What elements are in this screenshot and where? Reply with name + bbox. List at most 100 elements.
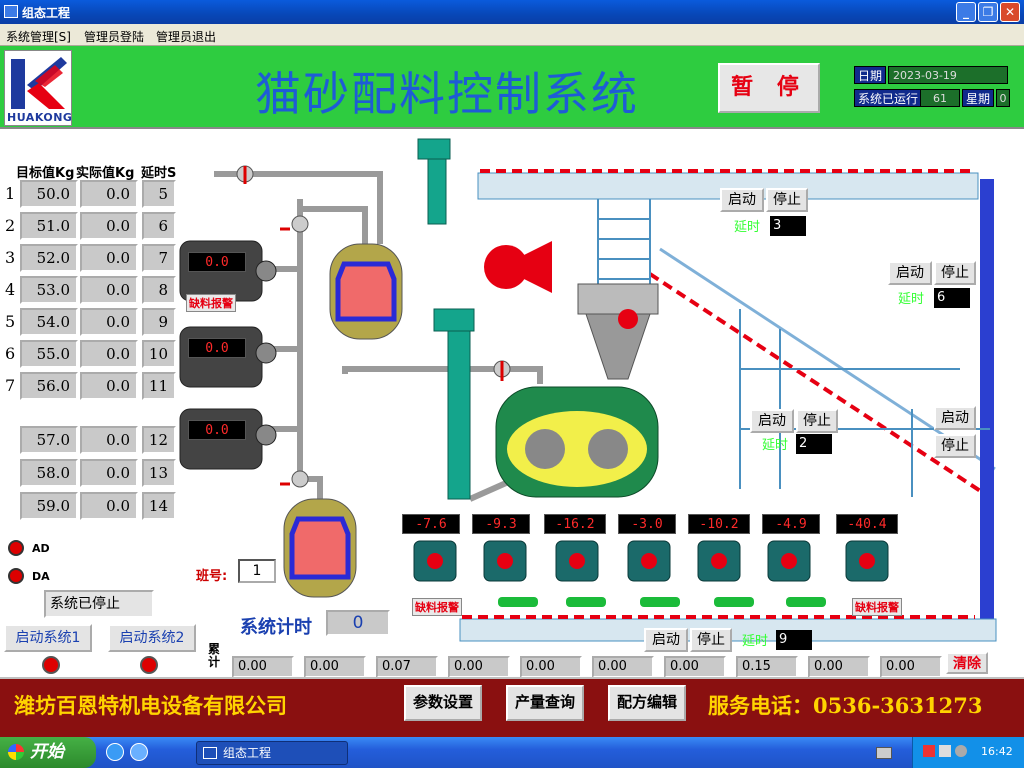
- delay-input-4[interactable]: 8: [142, 276, 176, 304]
- conveyor-incline: [648, 179, 996, 619]
- shift-label: 班号:: [196, 569, 228, 584]
- actual-value-2: 0.0: [80, 212, 138, 240]
- params-button[interactable]: 参数设置: [404, 685, 482, 721]
- date-value: 2023-03-19 16:42:12: [888, 66, 1008, 100]
- taskbar-app-button[interactable]: 组态工程: [196, 741, 348, 765]
- drum-reading-3: 0.0: [188, 420, 246, 440]
- valve-icons: [236, 165, 511, 488]
- accum-value-2: 0.00: [304, 656, 366, 678]
- actual-value-1: 0.0: [80, 180, 138, 208]
- conveyor5-stop-button[interactable]: 停止: [690, 628, 732, 652]
- taskbar: [0, 737, 1024, 768]
- ad-label: AD: [32, 542, 50, 555]
- delay-input-10[interactable]: 14: [142, 492, 176, 520]
- row-number: 4: [5, 280, 16, 299]
- conveyor2-delay-value[interactable]: 6: [934, 288, 970, 308]
- system1-lamp-icon: [42, 656, 60, 674]
- col-header-delay: 延时S: [141, 166, 177, 181]
- conveyor4-stop-button[interactable]: 停止: [934, 434, 976, 458]
- start-system1-button[interactable]: 启动系统1: [4, 624, 92, 652]
- start-button[interactable]: 开始: [0, 737, 96, 768]
- conveyor2-delay-label: 延时: [898, 292, 925, 307]
- conveyor3-stop-button[interactable]: 停止: [796, 409, 838, 433]
- menu-admin-login[interactable]: 管理员登陆: [84, 30, 145, 44]
- alarm-horn-icon: [484, 241, 552, 293]
- delay-input-8[interactable]: 12: [142, 426, 176, 454]
- accum-label: 累计: [208, 642, 221, 669]
- tray-clock: 16:42: [981, 745, 1013, 758]
- ie-icon[interactable]: [106, 743, 124, 761]
- da-label: DA: [32, 570, 50, 583]
- start-system2-button[interactable]: 启动系统2: [108, 624, 196, 652]
- conveyor1-delay-label: 延时: [734, 220, 761, 235]
- conveyor1-delay-value[interactable]: 3: [770, 216, 806, 236]
- network-icon[interactable]: [923, 745, 935, 757]
- scale-reading-6: -4.9: [762, 514, 820, 534]
- target-input-6[interactable]: 55.0: [20, 340, 78, 368]
- target-input-9[interactable]: 58.0: [20, 459, 78, 487]
- target-input-10[interactable]: 59.0: [20, 492, 78, 520]
- quicklaunch-icon[interactable]: [130, 743, 148, 761]
- output-query-button[interactable]: 产量查询: [506, 685, 584, 721]
- hopper: [577, 283, 659, 380]
- target-input-7[interactable]: 56.0: [20, 372, 78, 400]
- target-input-4[interactable]: 53.0: [20, 276, 78, 304]
- recipe-edit-button[interactable]: 配方编辑: [608, 685, 686, 721]
- app-icon: [4, 5, 18, 18]
- silo-tank-bottom: [283, 498, 357, 598]
- accum-value-5: 0.00: [520, 656, 582, 678]
- conveyor2-stop-button[interactable]: 停止: [934, 261, 976, 285]
- conveyor4-start-button[interactable]: 启动: [934, 406, 976, 430]
- volume-icon[interactable]: [955, 745, 967, 757]
- keyboard-icon[interactable]: [876, 747, 892, 759]
- conveyor3-delay-value[interactable]: 2: [796, 434, 832, 454]
- target-input-3[interactable]: 52.0: [20, 244, 78, 272]
- accum-value-4: 0.00: [448, 656, 510, 678]
- taskbar-app-label: 组态工程: [223, 746, 272, 760]
- menu-admin-logout[interactable]: 管理员退出: [156, 30, 217, 44]
- conveyor5-delay-value[interactable]: 9: [776, 630, 812, 650]
- actual-value-10: 0.0: [80, 492, 138, 520]
- scale-reading-4: -3.0: [618, 514, 676, 534]
- company-logo: HUAKONG: [4, 50, 72, 126]
- app-window-icon: [203, 747, 217, 759]
- logo-mark: [11, 57, 67, 109]
- delay-input-5[interactable]: 9: [142, 308, 176, 336]
- row-number: 1: [5, 184, 16, 203]
- actual-value-9: 0.0: [80, 459, 138, 487]
- runtime-value: 61: [920, 89, 960, 107]
- conveyor1-stop-button[interactable]: 停止: [766, 188, 808, 212]
- target-input-5[interactable]: 54.0: [20, 308, 78, 336]
- menu-system[interactable]: 系统管理[S]: [6, 30, 71, 44]
- clear-button[interactable]: 清除: [946, 652, 988, 674]
- target-input-8[interactable]: 57.0: [20, 426, 78, 454]
- conveyor5-start-button[interactable]: 启动: [644, 628, 688, 652]
- row-number: 7: [5, 376, 16, 395]
- actual-value-6: 0.0: [80, 340, 138, 368]
- scale-reading-1: -7.6: [402, 514, 460, 534]
- delay-input-1[interactable]: 5: [142, 180, 176, 208]
- start-label: 开始: [30, 742, 64, 762]
- delay-input-6[interactable]: 10: [142, 340, 176, 368]
- logo-text: HUAKONG: [7, 111, 73, 124]
- tray-icon[interactable]: [939, 745, 951, 757]
- delay-input-9[interactable]: 13: [142, 459, 176, 487]
- delay-input-2[interactable]: 6: [142, 212, 176, 240]
- conveyor3-start-button[interactable]: 启动: [750, 409, 794, 433]
- shift-input[interactable]: 1: [238, 559, 276, 583]
- restore-button[interactable]: ❐: [978, 2, 998, 22]
- mixer-vessel: [495, 386, 659, 498]
- actual-value-5: 0.0: [80, 308, 138, 336]
- delay-input-7[interactable]: 11: [142, 372, 176, 400]
- target-input-1[interactable]: 50.0: [20, 180, 78, 208]
- close-button[interactable]: ✕: [1000, 2, 1020, 22]
- runtime-label: 系统已运行: [854, 89, 923, 107]
- conveyor2-start-button[interactable]: 启动: [888, 261, 932, 285]
- delay-input-3[interactable]: 7: [142, 244, 176, 272]
- minimize-button[interactable]: _: [956, 2, 976, 22]
- target-input-2[interactable]: 51.0: [20, 212, 78, 240]
- screw-feeders: [498, 597, 826, 607]
- conveyor1-start-button[interactable]: 启动: [720, 188, 764, 212]
- system-status: 系统已停止: [44, 590, 154, 618]
- pause-button[interactable]: 暂 停: [718, 63, 820, 113]
